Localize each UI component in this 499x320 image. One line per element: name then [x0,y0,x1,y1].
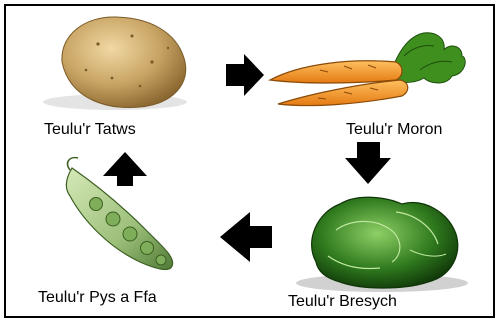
potato-icon [43,17,187,110]
carrot-family-label: Teulu'r Moron [346,121,442,139]
cabbage-family-label: Teulu'r Bresych [288,293,397,311]
carrot-icon [270,33,465,106]
pea-bean-family-label: Teulu'r Pys a Ffa [38,289,157,307]
arrow-up-icon [103,152,147,186]
cabbage-icon [296,197,468,292]
arrow-down-icon [345,142,391,184]
arrow-right-icon [226,54,264,96]
arrow-left-icon [220,212,272,262]
potato-family-label: Teulu'r Tatws [44,121,136,139]
